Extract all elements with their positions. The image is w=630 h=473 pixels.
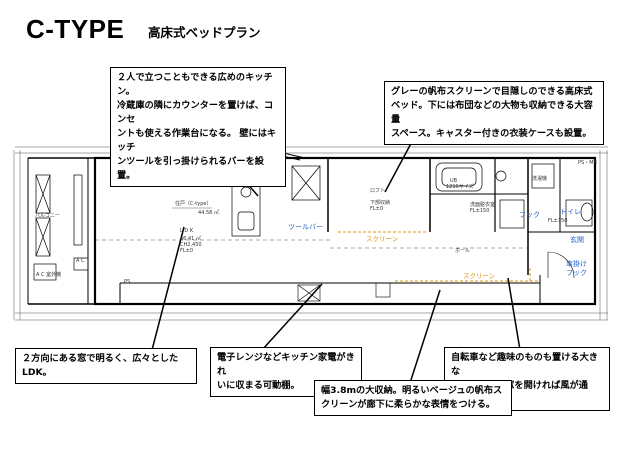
washroom-label: 洗面脱衣室 xyxy=(470,201,495,208)
washroom-fl: FL±150 xyxy=(470,208,489,214)
callout-storage-line: 幅3.8mの大収納。明るいベージュの帆布ス xyxy=(321,385,503,396)
ldk-spec-3: FL±0 xyxy=(180,248,193,254)
unit-area-label: 44.58 ㎡ xyxy=(198,209,219,216)
hook-label-2: フック xyxy=(566,269,587,277)
loft-label: ロフト xyxy=(370,188,385,194)
ldk-label: L D K xyxy=(180,228,194,234)
callout-entry: 自転車など趣味のものも置ける大きな 土間エリア。窓を開ければ風が通る。 xyxy=(444,347,610,411)
callout-ldk: ２方向にある窓で明るく、広々としたLDK。 xyxy=(15,348,197,384)
dimension-lines xyxy=(13,146,608,321)
page-subtitle: 高床式ベッドプラン xyxy=(148,25,261,40)
ldk-spec-2: CH2,450 xyxy=(180,242,202,248)
bath-fixtures xyxy=(435,162,594,229)
ps-mb-label: PS・MB xyxy=(578,160,598,166)
callout-bed-line: ベッド。下には布団などの大物も収納できる大容量 xyxy=(391,100,593,125)
tool-bar-label: ツールバー xyxy=(288,223,323,231)
screen-label-2: スクリーン xyxy=(463,272,495,280)
toilet-fl: FL±150 xyxy=(548,218,567,224)
callout-entry-line: 自転車など趣味のものも置ける大きな xyxy=(451,352,598,377)
unit-name-label: 住戸（C-type） xyxy=(175,200,211,207)
callout-kitchen-line: ンツールを引っ掛けられるバーを設置。 xyxy=(117,156,264,181)
callout-kitchen-line: 冷蔵庫の隣にカウンターを置けば、コンセ xyxy=(117,100,274,125)
ceiling-lines xyxy=(95,239,528,249)
balcony-label: バルコニー xyxy=(35,213,60,219)
umbrella-label: 傘掛け xyxy=(566,259,587,268)
hook-label-1: フック xyxy=(519,211,540,219)
callout-storage-line: クリーンが廊下に柔らかな表情をつける。 xyxy=(321,399,496,410)
under-storage-label: 下部収納 xyxy=(370,199,390,206)
toilet-label: トイレ xyxy=(560,208,581,216)
entrance-label: 玄関 xyxy=(570,235,584,244)
callout-bed-line: スペース。キャスター付きの衣装ケースも設置。 xyxy=(391,128,592,139)
screen-label-1: スクリーン xyxy=(366,235,398,243)
ps-label: PS xyxy=(124,279,130,285)
under-storage-fl: FL±0 xyxy=(370,206,383,212)
hall-label: ホール xyxy=(455,248,470,254)
ac-unit-label: A C 室外機 xyxy=(36,271,61,278)
callout-bed: グレーの帆布スクリーンで目隠しのできる高床式 ベッド。下には布団などの大物も収納… xyxy=(384,81,604,145)
ub-size-label: 1216サイズ xyxy=(446,183,474,190)
ub-label: UB xyxy=(450,178,458,184)
ac-label: A C xyxy=(76,258,85,264)
callout-ldk-line: ２方向にある窓で明るく、広々としたLDK。 xyxy=(22,353,179,378)
ldk-spec-1: 36.41 ㎡ xyxy=(180,235,201,242)
callout-kitchen: ２人で立つこともできる広めのキッチン。 冷蔵庫の隣にカウンターを置けば、コンセ … xyxy=(110,67,286,187)
callout-shelf-line: 電子レンジなどキッチン家電がきれ xyxy=(217,352,355,377)
callout-bed-line: グレーの帆布スクリーンで目隠しのできる高床式 xyxy=(391,86,593,97)
walls xyxy=(27,156,597,306)
kitchen-fixtures xyxy=(231,159,321,237)
screen-lines xyxy=(338,231,540,282)
laundry-label: 洗濯機 xyxy=(532,175,547,182)
callout-storage: 幅3.8mの大収納。明るいベージュの帆布ス クリーンが廊下に柔らかな表情をつける… xyxy=(314,380,512,416)
callout-kitchen-line: ２人で立つこともできる広めのキッチン。 xyxy=(117,72,273,97)
page-title: C-TYPE xyxy=(26,14,125,44)
balcony-windows xyxy=(33,174,89,281)
callout-shelf-line: いに収まる可動棚。 xyxy=(217,380,300,391)
storage-doors xyxy=(297,251,575,302)
callout-kitchen-line: ントも使える作業台になる。 壁にはキッチ xyxy=(117,128,277,153)
